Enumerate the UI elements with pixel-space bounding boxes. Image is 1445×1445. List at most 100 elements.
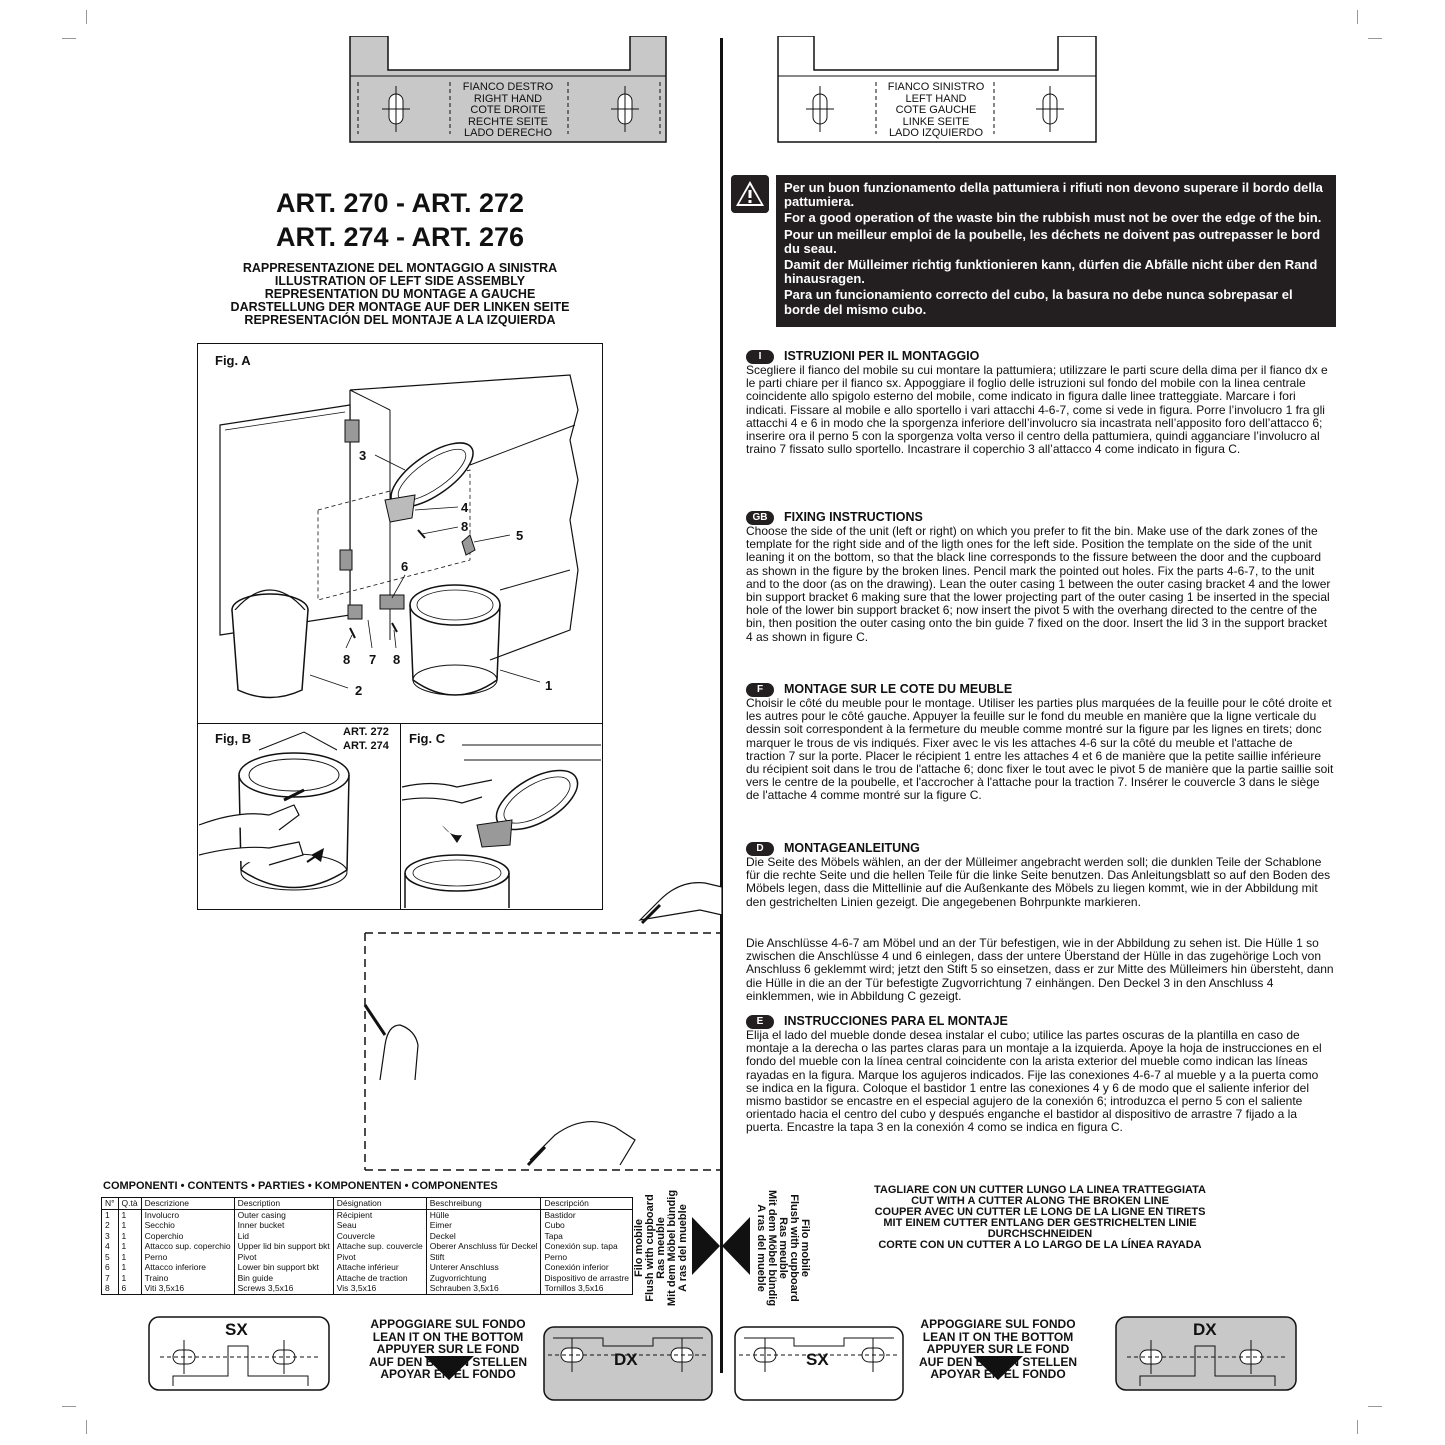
table-cell: Cubo [540, 1220, 634, 1231]
callout-4: 4 [461, 500, 469, 515]
table-cell: Outer casing [233, 1209, 334, 1220]
bottom-template-sx-left [148, 1316, 330, 1391]
template-label: FIANCO SINISTRO [887, 81, 985, 93]
heading-text: ISTRUZIONI PER IL MONTAGGIO [784, 349, 980, 364]
table-cell: Seau [332, 1220, 427, 1231]
table-cell: Tapa [540, 1230, 634, 1241]
table-cell: Unterer Anschluss [425, 1262, 541, 1273]
callout-2: 2 [355, 683, 363, 698]
article-title-1: ART. 270 - ART. 272 [275, 188, 525, 218]
components-table: N° Q.tà Descrizione Description Désignat… [101, 1197, 634, 1295]
instructions-text: Die Anschlüsse 4-6-7 am Möbel und an der… [746, 936, 1334, 1003]
template-sx-label-right: SX [806, 1350, 829, 1369]
template-label: COTE GAUCHE [895, 104, 977, 116]
cut-line: CUT WITH A CUTTER ALONG THE BROKEN LINE [911, 1195, 1169, 1207]
table-cell: Traino [140, 1272, 235, 1283]
right-hand-template [349, 36, 667, 143]
crop-mark [1357, 1420, 1358, 1434]
table-cell: Conexión inferior [540, 1262, 634, 1273]
table-cell: 1 [101, 1209, 119, 1220]
table-cell: Hülle [425, 1209, 541, 1220]
warning-text-f: Pour un meilleur emploi de la poubelle, … [784, 226, 1321, 256]
table-cell: Eimer [425, 1220, 541, 1231]
table-cell: Attache de traction [332, 1272, 427, 1283]
crop-mark [1368, 1406, 1382, 1407]
flush-label-left: Filo mobile Flush with cupboard Ras meub… [633, 1188, 694, 1308]
table-cell: Vis 3,5x16 [332, 1283, 427, 1295]
flush-line: Mit dem Möbel bündig [766, 1189, 778, 1307]
table-cell: Involucro [140, 1209, 235, 1220]
language-badge-e: E [746, 1015, 774, 1029]
instructions-f: F MONTAGE SUR LE COTE DU MEUBLE Choisir … [746, 683, 1334, 803]
callout-8: 8 [343, 652, 351, 667]
callout-7: 7 [369, 652, 377, 667]
figure-a-label: Fig. A [215, 353, 251, 368]
instructions-text: Die Seite des Möbels wählen, an der der … [746, 855, 1331, 909]
heading-text: MONTAGEANLEITUNG [784, 841, 920, 856]
table-cell: Tornillos 3,5x16 [540, 1283, 634, 1295]
left-hand-template [777, 36, 1097, 143]
center-fold-line [720, 38, 723, 1373]
crop-mark [1368, 38, 1382, 39]
template-label: RIGHT HAND [473, 92, 543, 105]
table-cell: Dispositivo de arrastre [540, 1272, 634, 1283]
table-cell: 1 [117, 1220, 142, 1231]
table-cell: 8 [101, 1283, 119, 1295]
cut-line: MIT EINEM CUTTER ENTLANG DER GESTRICHELT… [883, 1217, 1197, 1240]
table-cell: Couvercle [332, 1230, 427, 1241]
table-header-row: N° Q.tà Descrizione Description Désignat… [101, 1197, 634, 1210]
warning-text-d: Damit der Mülleimer richtig funktioniere… [784, 257, 1318, 287]
table-cell: Upper lid bin support bkt [233, 1241, 334, 1252]
figure-a-illustration [219, 374, 579, 699]
heading-text: FIXING INSTRUCTIONS [784, 510, 923, 525]
language-badge-it: I [746, 350, 774, 364]
cut-guide-illustration [363, 882, 723, 1171]
column-header: Descripción [540, 1197, 634, 1210]
table-cell: 6 [117, 1283, 142, 1295]
table-cell: Attacco sup. coperchio [140, 1241, 235, 1252]
column-header: Désignation [332, 1197, 427, 1210]
cut-instructions: TAGLIARE CON UN CUTTER LUNGO LA LINEA TR… [840, 1185, 1240, 1251]
table-cell: 3 [101, 1230, 119, 1241]
table-cell: Attacco inferiore [140, 1262, 235, 1273]
column-header: Descrizione [140, 1197, 235, 1210]
template-label: LADO DERECHO [463, 127, 553, 139]
flush-label-right: Filo mobile Flush with cupboard Ras meub… [750, 1188, 811, 1308]
crop-mark [1357, 10, 1358, 24]
instructions-text: Choisir le côté du meuble pour le montag… [746, 696, 1334, 803]
figure-b-illustration [199, 731, 350, 891]
table-cell: Pivot [332, 1251, 427, 1262]
lean-line: APPOGGIARE SUL FONDO [370, 1317, 526, 1331]
crop-mark [62, 38, 76, 39]
warning-text-e: Para un funcionamiento correcto del cubo… [784, 287, 1293, 317]
callout-3: 3 [359, 448, 367, 463]
cut-line: CORTE CON UN CUTTER A LO LARGO DE LA LÍN… [878, 1239, 1202, 1251]
table-cell: Deckel [425, 1230, 541, 1241]
lean-bottom-left: APPOGGIARE SUL FONDO LEAN IT ON THE BOTT… [358, 1318, 538, 1381]
lean-line: LEAN IT ON THE BOTTOM [922, 1329, 1074, 1344]
table-cell: 1 [117, 1241, 142, 1252]
template-label: LINKE SEITE [902, 115, 970, 128]
heading-text: MONTAGE SUR LE COTE DU MEUBLE [784, 682, 1013, 697]
instructions-text: Choose the side of the unit (left or rig… [746, 524, 1331, 644]
table-cell: 1 [117, 1262, 142, 1273]
subtitle-line: REPRESENTATION DU MONTAGE A GAUCHE [264, 287, 536, 301]
flush-line: A ras del mueble [677, 1204, 689, 1292]
instructions-text: Elija el lado del mueble donde desea ins… [746, 1028, 1322, 1135]
table-cell: 6 [101, 1262, 119, 1273]
template-dx-label-right: DX [1193, 1320, 1217, 1339]
flush-line: Flush with cupboard [788, 1194, 800, 1302]
table-cell: Inner bucket [233, 1220, 334, 1231]
table-cell: 7 [101, 1272, 119, 1283]
lean-line: APPUYER SUR LE FOND [376, 1342, 520, 1356]
table-cell: Oberer Anschluss für Deckel [425, 1241, 541, 1252]
table-cell: Bin guide [233, 1272, 334, 1283]
flush-line: Filo mobile [799, 1218, 811, 1278]
lean-line: LEAN IT ON THE BOTTOM [372, 1329, 524, 1344]
